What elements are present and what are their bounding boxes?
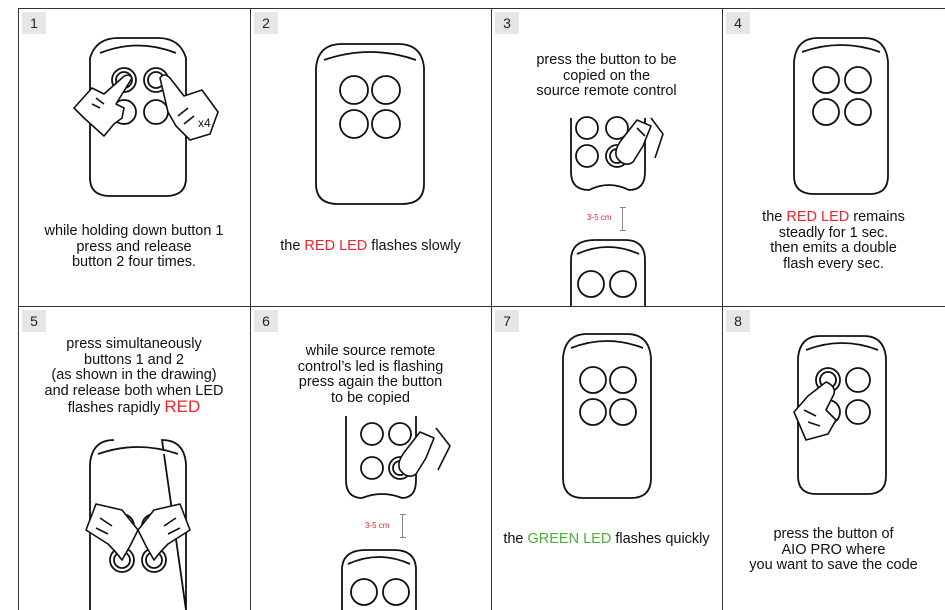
text-line: AIO PRO where bbox=[722, 543, 945, 559]
step-5-panel: 5 press simultaneously buttons 1 and 2 (… bbox=[18, 306, 250, 610]
red-led-label: RED LED bbox=[304, 238, 367, 254]
text-line: steadly for 1 sec. bbox=[722, 226, 945, 242]
text-line: flash every sec. bbox=[722, 257, 945, 273]
step-3-panel: 3 press the button to be copied on the s… bbox=[491, 8, 722, 306]
text-part: flashes slowly bbox=[367, 238, 460, 254]
remote-control-icon bbox=[491, 306, 722, 610]
step-2-text: the RED LED flashes slowly bbox=[250, 239, 491, 255]
text-line: press the button of bbox=[722, 527, 945, 543]
step-7-text: the GREEN LED flashes quickly bbox=[491, 532, 722, 548]
remote-control-icon bbox=[250, 8, 491, 306]
text-part: the bbox=[503, 531, 527, 547]
text-part: the bbox=[762, 209, 786, 225]
step-8-text: press the button of AIO PRO where you wa… bbox=[722, 527, 945, 574]
text-part: the bbox=[280, 238, 304, 254]
text-line: the RED LED remains bbox=[722, 210, 945, 226]
step-4-text: the RED LED remains steadly for 1 sec. t… bbox=[722, 210, 945, 272]
text-part: flashes quickly bbox=[611, 531, 709, 547]
step-6-panel: 6 while source remote control’s led is f… bbox=[250, 306, 491, 610]
red-led-label: RED LED bbox=[786, 209, 849, 225]
instruction-grid: 1 x4 while holding down button 1 press a… bbox=[18, 8, 945, 610]
step-1-panel: 1 x4 while holding down button 1 press a… bbox=[18, 8, 250, 306]
text-line: button 2 four times. bbox=[18, 255, 250, 271]
text-line: press and release bbox=[18, 240, 250, 256]
text-line: then emits a double bbox=[722, 241, 945, 257]
text-line: while holding down button 1 bbox=[18, 224, 250, 240]
press-count-badge: x4 bbox=[198, 116, 211, 132]
step-1-text: while holding down button 1 press and re… bbox=[18, 224, 250, 271]
text-part: remains bbox=[849, 209, 905, 225]
remote-control-icon bbox=[491, 8, 722, 306]
step-8-panel: 8 press the button of AIO PRO where you … bbox=[722, 306, 945, 610]
green-led-label: GREEN LED bbox=[528, 531, 612, 547]
step-2-panel: 2 the RED LED flashes slowly bbox=[250, 8, 491, 306]
text-line: you want to save the code bbox=[722, 558, 945, 574]
step-4-panel: 4 the RED LED remains steadly for 1 sec.… bbox=[722, 8, 945, 306]
step-7-panel: 7 the GREEN LED flashes quickly bbox=[491, 306, 722, 610]
remote-control-icon bbox=[250, 306, 491, 610]
pointing-hand-icon bbox=[18, 306, 250, 610]
